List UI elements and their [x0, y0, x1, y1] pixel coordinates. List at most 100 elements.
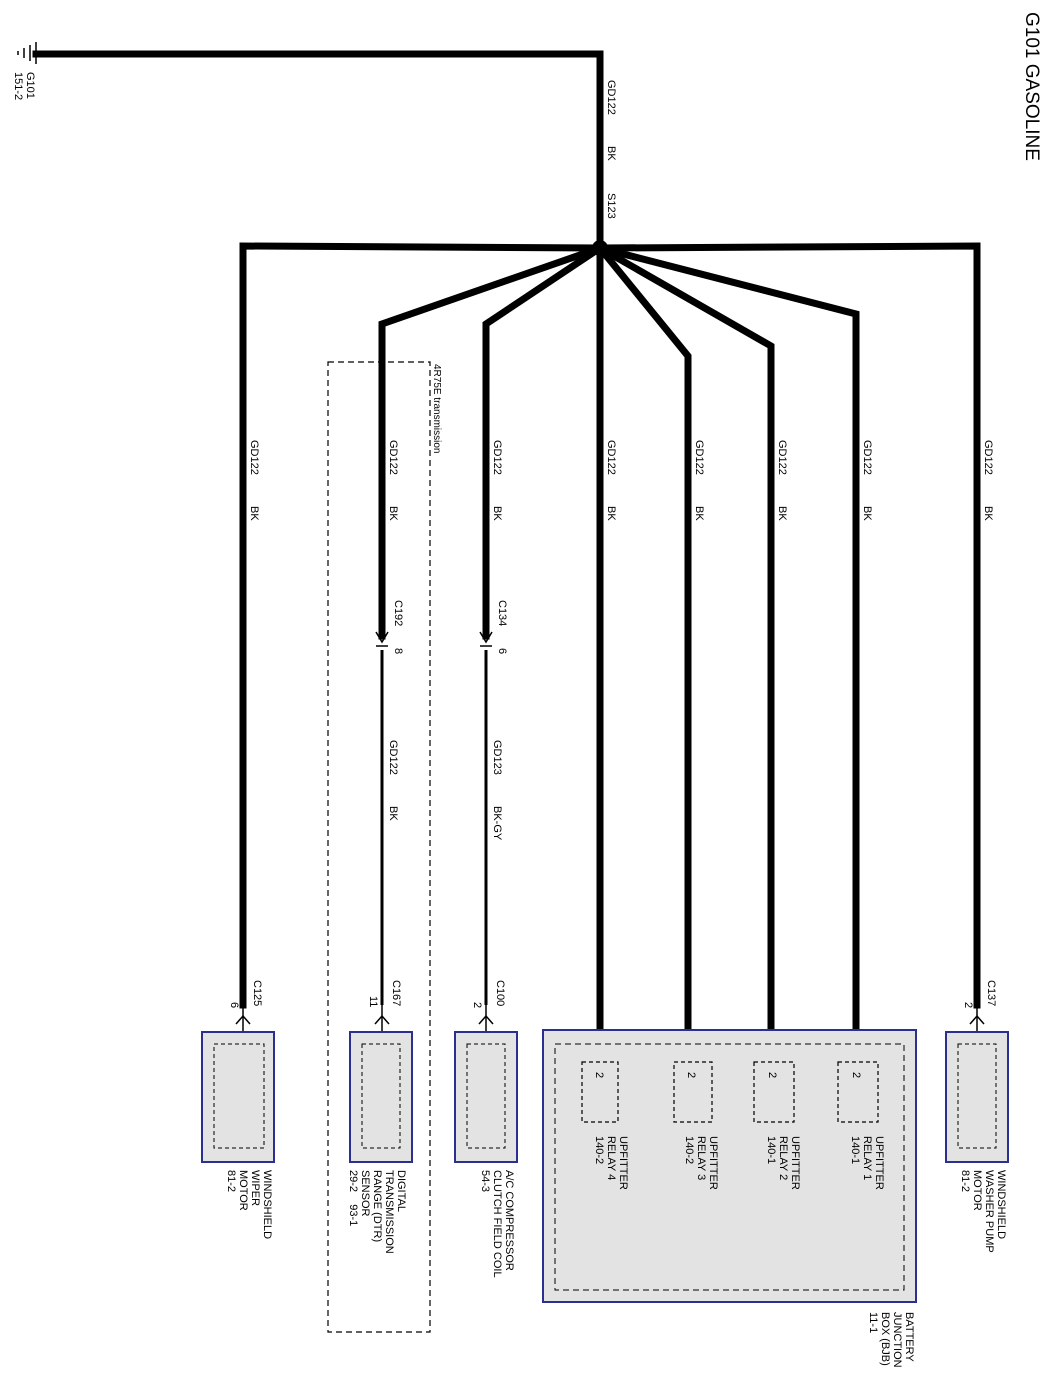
washer-label-3: MOTOR [971, 1170, 983, 1211]
relay4-pin-box [581, 1061, 619, 1123]
ground-name: G101 [24, 72, 36, 99]
c167-pin: 11 [367, 996, 379, 1007]
inline-connector-c134 [479, 631, 493, 647]
c167-id: C167 [390, 980, 402, 1006]
dtr-label-5: 29-2 93-1 [347, 1170, 359, 1226]
branch-color-wiper: BK [248, 506, 260, 521]
ac-label-2: CLUTCH FIELD COIL [491, 1170, 503, 1278]
washer-label-2: WASHER PUMP [983, 1170, 995, 1253]
connector-c100 [478, 1005, 494, 1032]
c192-after-circuit: GD122 [387, 740, 399, 775]
relay1-pin-box [837, 1061, 879, 1123]
battery-junction-box [542, 1029, 917, 1303]
branch-wire-relay1 [595, 243, 860, 1034]
inline-connector-c192 [375, 631, 389, 647]
component-ac-clutch [454, 1031, 518, 1163]
branch-wire-dtr [378, 243, 605, 640]
c137-pin: 2 [962, 1002, 974, 1008]
c192-after-color: BK [387, 806, 399, 821]
relay2-pin: 2 [766, 1072, 778, 1078]
component-dtr-sensor [349, 1031, 413, 1163]
c125-id: C125 [251, 980, 263, 1006]
branch-wire-wiper [239, 242, 604, 1009]
c125-pin: 6 [228, 1002, 240, 1008]
diagram-title: G101 GASOLINE [1021, 12, 1042, 161]
main-ground-wire [32, 50, 604, 252]
ground-location: 151-2 [12, 72, 24, 100]
bjb-label-1: BATTERY [903, 1312, 915, 1362]
branch-wire-washer [596, 242, 981, 1009]
relay3-pin: 2 [685, 1072, 697, 1078]
connector-c167 [374, 1005, 390, 1032]
connector-c137 [969, 1005, 985, 1032]
relay4-label-1: UPFITTER [617, 1136, 629, 1190]
wiper-label-3: MOTOR [237, 1170, 249, 1211]
c100-pin: 2 [471, 1002, 483, 1008]
branch-circuit-relay2: GD122 [776, 440, 788, 475]
relay1-label-3: 140-1 [849, 1136, 861, 1164]
branch-color-washer: BK [982, 506, 994, 521]
branch-color-relay3: BK [693, 506, 705, 521]
dtr-label-1: DIGITAL [395, 1170, 407, 1212]
branch-circuit-relay1: GD122 [861, 440, 873, 475]
relay1-label-1: UPFITTER [873, 1136, 885, 1190]
c192-pin: 8 [392, 648, 404, 654]
dtr-label-4: SENSOR [359, 1170, 371, 1217]
relay2-label-2: RELAY 2 [777, 1136, 789, 1180]
dtr-label-2: TRANSMISSION [383, 1170, 395, 1254]
component-washer-pump [945, 1031, 1009, 1163]
transmission-option-label: 4R75E transmission [431, 364, 442, 453]
relay3-label-1: UPFITTER [707, 1136, 719, 1190]
bjb-label-4: 11-1 [867, 1312, 879, 1333]
ac-label-3: 54-3 [479, 1170, 491, 1192]
connector-c125 [235, 1005, 251, 1032]
dtr-label-3: RANGE (DTR) [371, 1170, 383, 1242]
c134-pin: 6 [496, 648, 508, 654]
branch-color-relay1: BK [861, 506, 873, 521]
branch-color-relay2: BK [776, 506, 788, 521]
relay2-label-1: UPFITTER [789, 1136, 801, 1190]
splice-node [592, 240, 608, 256]
relay3-label-2: RELAY 3 [695, 1136, 707, 1180]
bjb-label-3: BOX (BJB) [879, 1312, 891, 1366]
splice-label: S123 [605, 193, 617, 219]
branch-circuit-ac: GD122 [491, 440, 503, 475]
branch-circuit-relay3: GD122 [693, 440, 705, 475]
branch-color-relay4: BK [605, 506, 617, 521]
branch-circuit-wiper: GD122 [248, 440, 260, 475]
relay1-label-2: RELAY 1 [861, 1136, 873, 1180]
component-wiper-motor [201, 1031, 275, 1163]
washer-label-1: WINDSHIELD [995, 1170, 1007, 1239]
transmission-option-box [327, 361, 431, 1333]
branch-color-ac: BK [491, 506, 503, 521]
relay3-label-3: 140-2 [683, 1136, 695, 1164]
main-wire-circuit: GD122 [605, 80, 617, 115]
branch-color-dtr: BK [387, 506, 399, 521]
bjb-label-2: JUNCTION [891, 1312, 903, 1368]
branch-wire-ac [482, 243, 605, 640]
relay2-label-3: 140-1 [765, 1136, 777, 1164]
relay2-pin-box [753, 1061, 795, 1123]
c134-after-color: BK-GY [491, 806, 503, 841]
c134-after-circuit: GD123 [491, 740, 503, 775]
wiper-label-4: 81-2 [225, 1170, 237, 1192]
branch-circuit-dtr: GD122 [387, 440, 399, 475]
branch-labels: GD122 BK GD122 BK GD122 BK GD122 BK GD12… [248, 440, 994, 521]
c192-id: C192 [392, 600, 404, 626]
wiper-label-2: WIPER [249, 1170, 261, 1206]
relay4-pin: 2 [593, 1072, 605, 1078]
branch-wire-relay3 [595, 243, 692, 1034]
branch-circuit-relay4: GD122 [605, 440, 617, 475]
wiper-label-1: WINDSHIELD [261, 1170, 273, 1239]
c100-id: C100 [494, 980, 506, 1006]
washer-label-4: 81-2 [959, 1170, 971, 1192]
c134-id: C134 [496, 600, 508, 626]
c137-id: C137 [985, 980, 997, 1006]
ac-label-1: A/C COMPRESSOR [503, 1170, 515, 1271]
main-wire-color: BK [605, 146, 617, 161]
relay4-label-3: 140-2 [593, 1136, 605, 1164]
relay4-label-2: RELAY 4 [605, 1136, 617, 1180]
branch-circuit-washer: GD122 [982, 440, 994, 475]
